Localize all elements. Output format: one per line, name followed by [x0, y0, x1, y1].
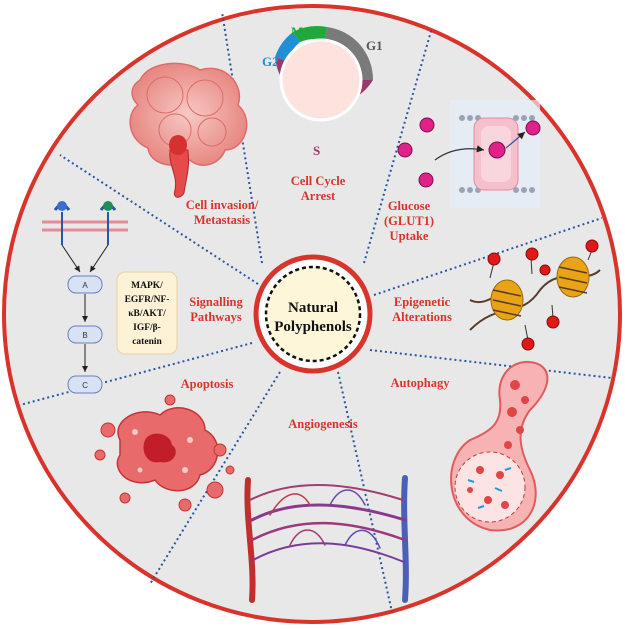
center-title-2: Polyphenols: [274, 319, 352, 335]
glut1-illustration: [397, 100, 541, 208]
pathway-box-line-5: catenin: [132, 337, 162, 347]
angiogenesis-illustration: [244, 475, 409, 603]
pathway-box-line-2: EGFR/NF-: [125, 295, 170, 305]
invasion-label-1: Cell invasion/: [186, 198, 259, 212]
apoptosis-label: Apoptosis: [181, 377, 234, 391]
metastasis-illustration: [129, 62, 248, 198]
phase-g2: G2: [262, 54, 279, 69]
cell-cycle-illustration: [275, 26, 374, 122]
cell-cycle-label-2: Arrest: [301, 189, 336, 203]
phase-s: S: [313, 143, 320, 158]
pathway-node-b: B: [82, 331, 87, 340]
epigenetic-illustration: [469, 239, 601, 351]
cell-cycle-label-1: Cell Cycle: [291, 174, 346, 188]
pathway-box-line-4: IGF/β-: [133, 323, 161, 333]
pathway-box-line-1: MAPK/: [131, 281, 163, 291]
glucose-label-1: Glucose: [388, 199, 431, 213]
phase-g1: G1: [366, 38, 383, 53]
center-title-1: Natural: [288, 300, 338, 316]
signalling-label-2: Pathways: [190, 310, 242, 324]
pathway-node-a: A: [82, 281, 88, 290]
glucose-label-2: (GLUT1): [384, 214, 434, 228]
angiogenesis-label: Angiogenesis: [288, 417, 358, 431]
glucose-label-3: Uptake: [390, 229, 429, 243]
autophagy-illustration: [450, 360, 549, 532]
apoptosis-illustration: [94, 394, 235, 512]
epigenetic-label-2: Alterations: [392, 310, 452, 324]
center-inner: [264, 265, 362, 363]
autophagy-label: Autophagy: [390, 376, 450, 390]
pathway-node-c: C: [82, 381, 88, 390]
signalling-illustration: [42, 201, 178, 394]
signalling-label-1: Signalling: [189, 295, 243, 309]
epigenetic-label-1: Epigenetic: [394, 295, 451, 309]
pathway-box-line-3: κB/AKT/: [128, 309, 166, 319]
invasion-label-2: Metastasis: [194, 213, 250, 227]
phase-m: M: [291, 24, 303, 39]
